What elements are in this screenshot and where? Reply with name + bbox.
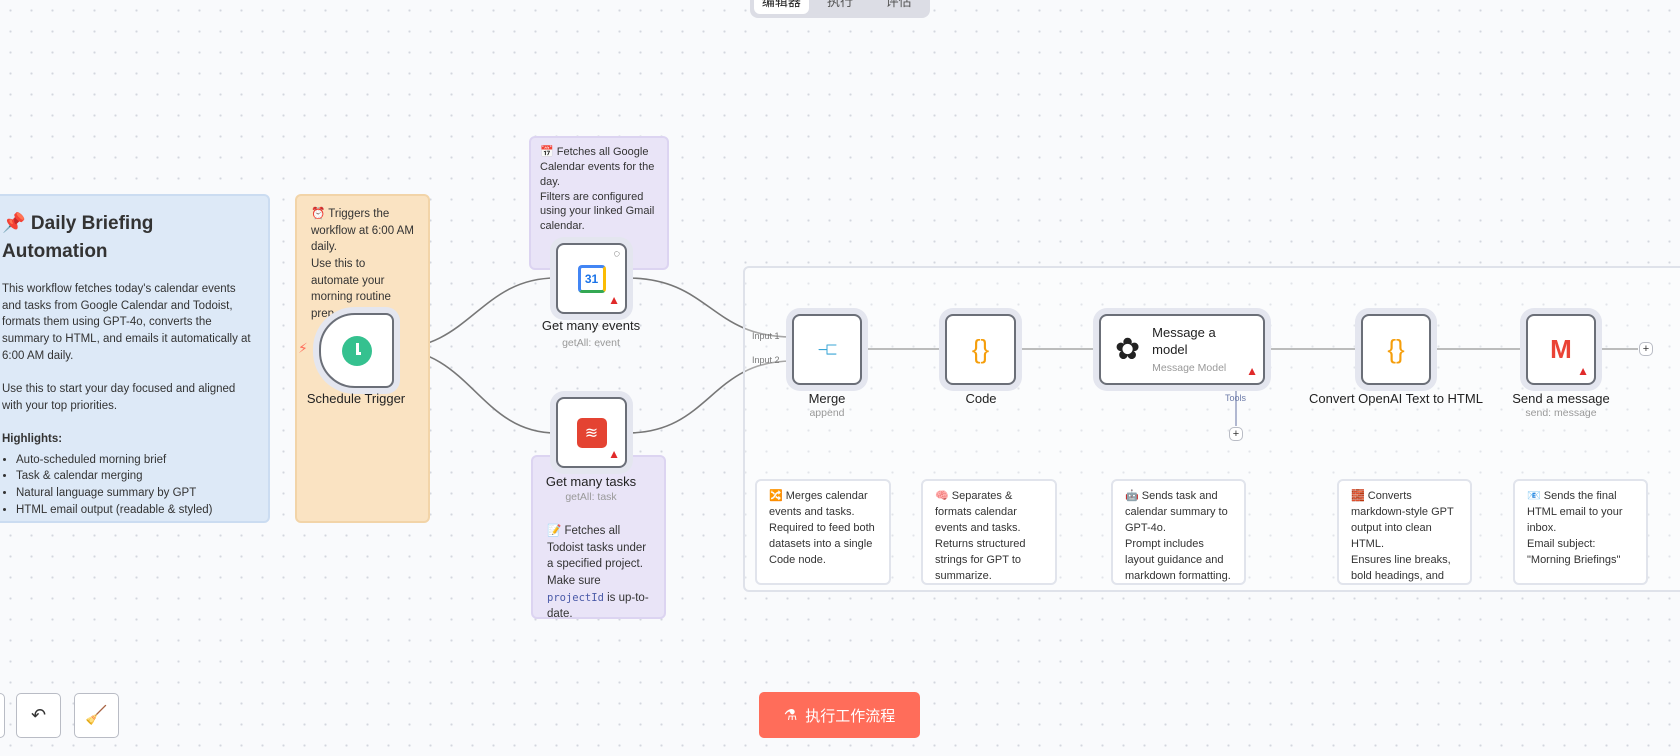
node-label: Message a model [1152, 324, 1216, 357]
code-braces-icon: {} [1387, 334, 1405, 364]
execute-workflow-button[interactable]: ⚗ 执行工作流程 [759, 692, 920, 738]
refresh-icon[interactable]: ◌ [613, 248, 620, 260]
todoist-icon: ≋ [576, 417, 607, 448]
node-message-model[interactable]: ✿ Message a model Message Model ▲ [1099, 314, 1265, 385]
merge-input-1-label: Input 1 [752, 331, 780, 341]
node-code[interactable]: {} [945, 314, 1016, 385]
note-heading: Highlights: [2, 433, 63, 446]
sticky-note-code[interactable]: 🧠 Separates & formats calendar events an… [921, 479, 1057, 585]
tab-editor[interactable]: 编辑器 [754, 0, 809, 14]
node-convert-html[interactable]: {} [1361, 314, 1431, 385]
clock-icon [341, 335, 372, 366]
broom-icon: 🧹 [85, 705, 108, 725]
execute-label: 执行工作流程 [805, 707, 896, 725]
sticky-note-merge[interactable]: 🔀 Merges calendar events and tasks. Requ… [755, 479, 891, 585]
node-label: Get many events [541, 318, 641, 333]
warning-icon: ▲ [608, 447, 620, 461]
node-get-many-events[interactable]: 31 ◌ ▲ [556, 243, 627, 314]
tab-evaluations[interactable]: 评估 [885, 0, 912, 9]
node-subtitle: Message Model [1152, 362, 1227, 375]
node-schedule-trigger[interactable] [319, 313, 394, 388]
clear-button[interactable]: 🧹 [74, 693, 119, 738]
tools-label: Tools [1225, 393, 1247, 403]
note-code: projectId [547, 591, 604, 604]
node-merge[interactable]: ⑂ [792, 314, 862, 385]
note-text: Use this to start your day focused and a… [2, 383, 236, 412]
list-item: Task & calendar merging [16, 468, 254, 485]
list-item: Natural language summary by GPT [16, 485, 254, 502]
node-label: Get many tasks [545, 474, 637, 489]
add-node-button[interactable]: + [1639, 342, 1653, 356]
list-item: Auto-scheduled morning brief [16, 452, 254, 469]
sticky-note-send[interactable]: 📧 Sends the final HTML email to your inb… [1513, 479, 1648, 585]
flask-icon: ⚗ [783, 707, 798, 724]
openai-icon: ✿ [1115, 333, 1141, 366]
note-title: 📌 Daily Briefing Automation [2, 213, 154, 262]
node-subtitle: append [809, 407, 845, 419]
merge-icon: ⑂ [812, 341, 843, 358]
node-send-message[interactable]: M ▲ [1526, 314, 1596, 385]
node-subtitle: send: message [1525, 407, 1597, 419]
warning-icon: ▲ [1577, 364, 1589, 378]
node-label: Schedule Trigger [306, 391, 406, 406]
tab-executions[interactable]: 执行 [827, 0, 854, 9]
sticky-note-tasks[interactable]: 📝 Fetches all Todoist tasks under a spec… [531, 455, 666, 621]
node-label: Convert OpenAI Text to HTML [1309, 391, 1483, 406]
sticky-note-convert[interactable]: 🧱 Converts markdown-style GPT output int… [1337, 479, 1472, 585]
undo-button[interactable]: ↶ [16, 693, 61, 738]
note-text: This workflow fetches today's calendar e… [2, 283, 251, 362]
add-tool-button[interactable]: + [1229, 427, 1243, 441]
list-item: HTML email output (readable & styled) [16, 502, 254, 519]
sticky-note-events[interactable]: 📅 Fetches all Google Calendar events for… [529, 136, 669, 270]
node-label: Send a message [1512, 391, 1610, 406]
note-text: is up-to-date. [547, 591, 649, 621]
zoom-button[interactable] [0, 693, 5, 738]
sticky-note-overview[interactable]: 📌 Daily Briefing Automation This workflo… [0, 194, 270, 523]
node-label: Merge [808, 391, 846, 406]
node-get-many-tasks[interactable]: ≋ ▲ [556, 397, 627, 468]
code-braces-icon: {} [971, 334, 990, 364]
sticky-note-gpt[interactable]: 🤖 Sends task and calendar summary to GPT… [1111, 479, 1246, 585]
google-calendar-icon: 31 [577, 264, 606, 293]
note-text: 📝 Fetches all Todoist tasks under a spec… [547, 525, 647, 588]
node-subtitle: getAll: task [565, 491, 617, 503]
merge-input-2-label: Input 2 [752, 355, 780, 365]
gmail-icon: M [1550, 334, 1572, 364]
edge-events-merge [626, 277, 793, 338]
warning-icon: ▲ [1246, 364, 1258, 378]
node-subtitle: getAll: event [562, 337, 620, 349]
undo-icon: ↶ [30, 705, 47, 725]
edge-tasks-merge [626, 360, 793, 434]
view-tabs: 编辑器 执行 评估 [750, 0, 930, 18]
node-label: Code [965, 391, 997, 406]
trigger-bolt-icon: ⚡ [298, 340, 308, 356]
warning-icon: ▲ [608, 293, 620, 307]
